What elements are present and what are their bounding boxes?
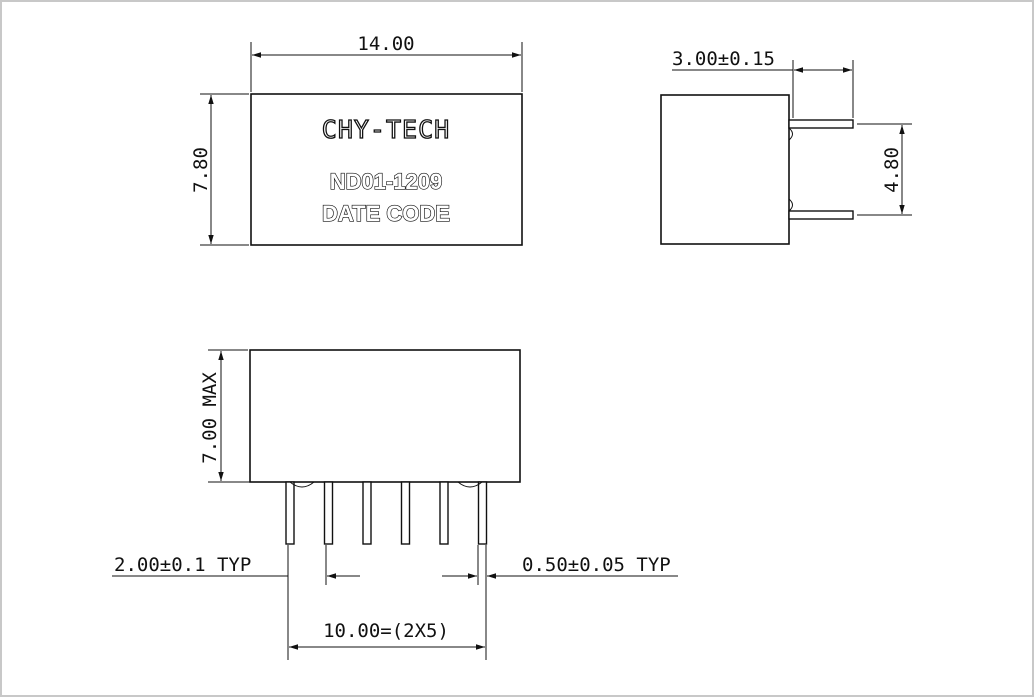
width-dimension-label: 14.00	[357, 33, 414, 55]
front-height-label: 7.00 MAX	[199, 372, 221, 464]
pin-length-label: 3.00±0.15	[672, 48, 775, 70]
side-view: 3.00±0.15 4.80	[660, 48, 912, 245]
top-view-body	[250, 93, 523, 246]
pitch-label: 2.00±0.1 TYP	[114, 554, 251, 576]
front-pin	[362, 481, 372, 545]
side-view-body	[660, 94, 790, 245]
brand-text: CHY-TECH	[322, 115, 450, 144]
front-pin	[323, 481, 334, 545]
front-pin	[400, 481, 411, 545]
model-text: ND01-1209	[330, 169, 443, 194]
front-pin	[477, 481, 488, 545]
date-code-text: DATE CODE	[322, 201, 450, 226]
side-pin-lower	[788, 210, 854, 220]
front-view: 7.00 MAX 2.00±0.1 TYP 0.50±0.05 TYP 10.0…	[112, 349, 678, 660]
pin-spacing-label: 4.80	[881, 147, 903, 193]
front-pins	[285, 481, 488, 545]
front-pin	[439, 481, 449, 545]
height-dimension-label: 7.80	[190, 147, 212, 193]
side-pin-upper	[788, 119, 854, 129]
front-view-body	[249, 349, 521, 483]
pin-width-label: 0.50±0.05 TYP	[522, 554, 671, 576]
front-pin	[285, 481, 295, 545]
top-view: CHY-TECH ND01-1209 DATE CODE 14.00 7.80	[190, 33, 523, 246]
span-label: 10.00=(2X5)	[323, 620, 449, 642]
